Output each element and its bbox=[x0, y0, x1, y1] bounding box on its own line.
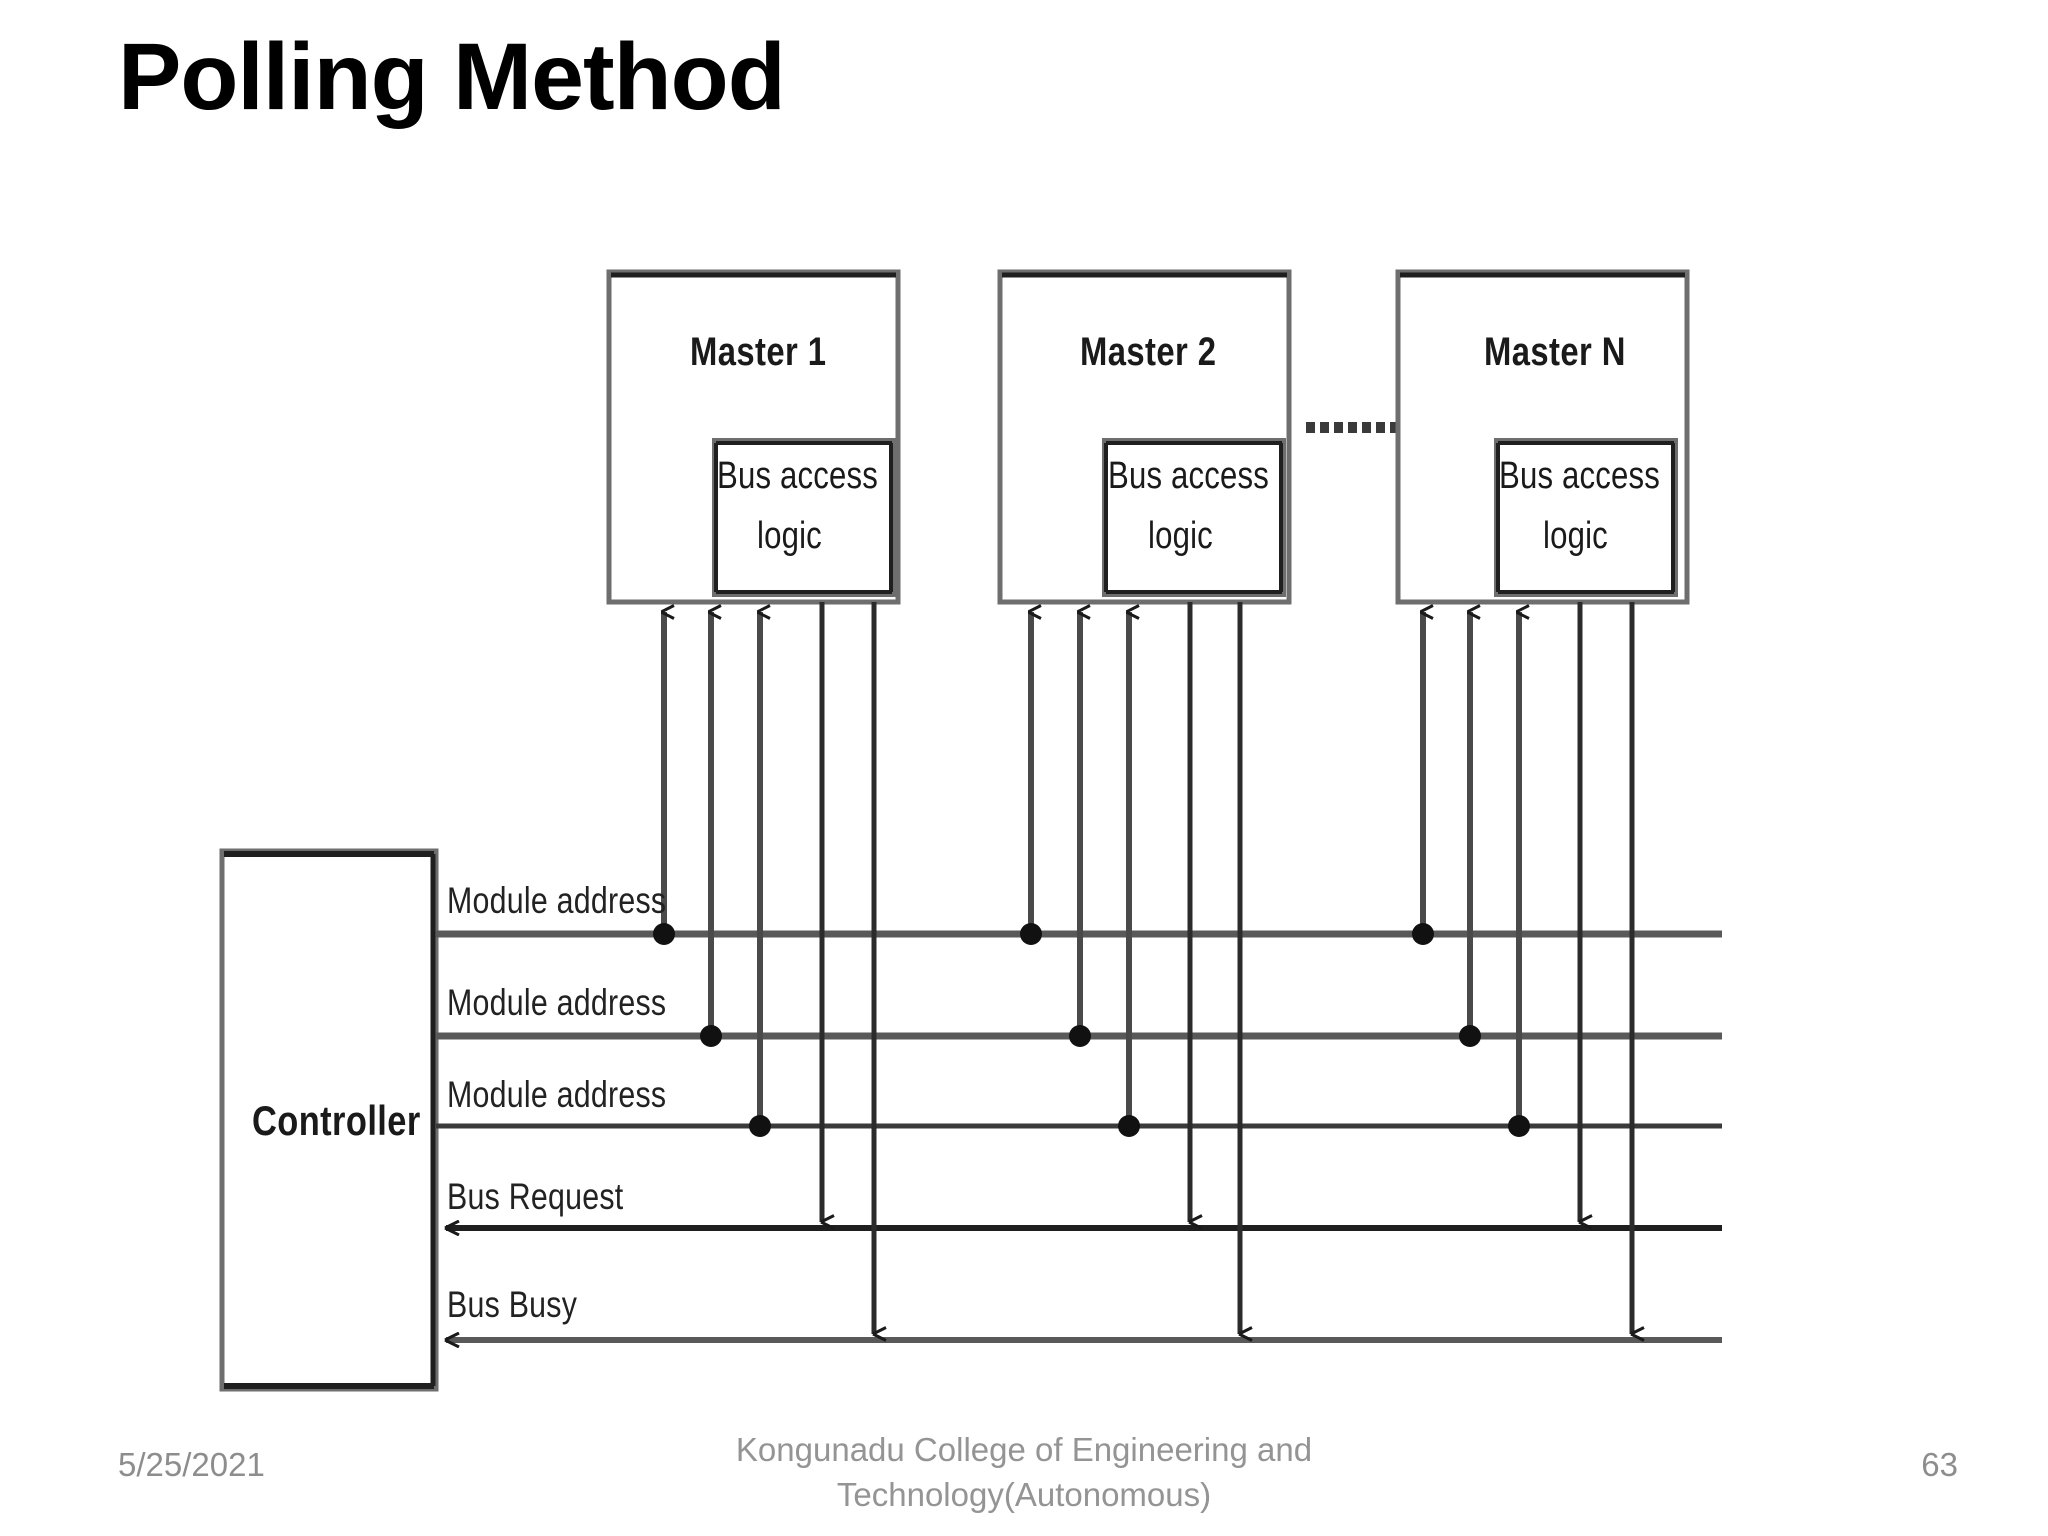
bus-label-module-address-2: Module address bbox=[447, 982, 667, 1023]
master-1-bus-access-logic-line2: logic bbox=[757, 515, 822, 557]
footer-organization-line1: Kongunadu College of Engineering and bbox=[735, 1431, 1313, 1468]
bus-label-bus-busy: Bus Busy bbox=[447, 1284, 578, 1325]
master-2-connectors bbox=[1020, 602, 1253, 1342]
master-n-connectors bbox=[1412, 602, 1645, 1342]
footer-organization: Kongunadu College of Engineering and Tec… bbox=[664, 1428, 1384, 1517]
master-2-bus-access-logic-line1: Bus access bbox=[1108, 455, 1269, 497]
footer-date: 5/25/2021 bbox=[118, 1446, 265, 1483]
bus-label-module-address-3: Module address bbox=[447, 1074, 667, 1115]
master-1-box bbox=[606, 269, 901, 605]
master-2-bus-access-logic-line2: logic bbox=[1148, 515, 1213, 557]
master-1-connectors bbox=[653, 602, 887, 1342]
master-2-box bbox=[997, 269, 1292, 605]
master-n-bus-access-logic-line2: logic bbox=[1543, 515, 1608, 557]
master-1-bus-access-logic-line1: Bus access bbox=[717, 455, 878, 497]
master-2-title: Master 2 bbox=[1080, 330, 1217, 374]
controller-box bbox=[219, 848, 439, 1392]
master-n-title: Master N bbox=[1484, 330, 1626, 374]
master-n-box bbox=[1395, 269, 1690, 605]
slide-footer: 5/25/2021 Kongunadu College of Engineeri… bbox=[0, 1416, 2048, 1536]
footer-organization-line2: Technology(Autonomous) bbox=[836, 1475, 1212, 1513]
bus-label-bus-request: Bus Request bbox=[447, 1176, 624, 1217]
master-1-title: Master 1 bbox=[690, 330, 827, 374]
page-title: Polling Method bbox=[118, 24, 786, 130]
master-n-bus-access-logic-line1: Bus access bbox=[1499, 455, 1660, 497]
ellipsis-dots bbox=[1306, 422, 1399, 433]
footer-page-number: 63 bbox=[1921, 1446, 1958, 1483]
bus-label-module-address-1: Module address bbox=[447, 880, 667, 921]
controller-label: Controller bbox=[252, 1097, 421, 1144]
